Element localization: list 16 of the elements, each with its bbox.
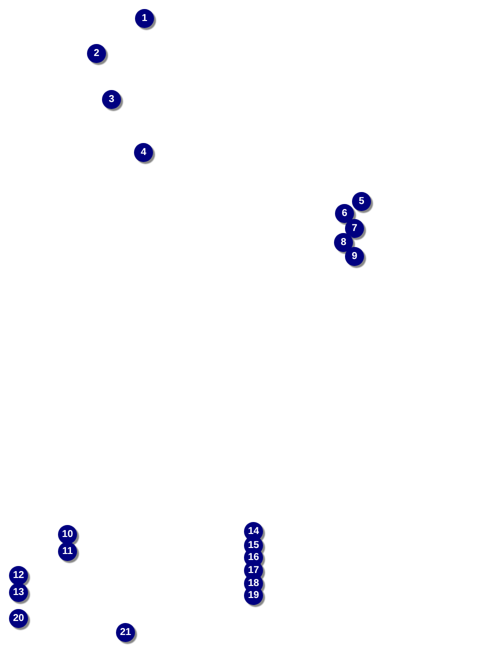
callout-number: 21 [116,623,135,642]
callout-number: 19 [244,586,263,605]
callout-number: 11 [58,542,77,561]
callout-number: 2 [87,44,106,63]
callout-number: 13 [9,583,28,602]
callout-number: 10 [58,525,77,544]
callout-number: 3 [102,90,121,109]
callout-number: 5 [352,192,371,211]
callout-number: 7 [345,219,364,238]
callout-number: 9 [345,247,364,266]
callout-number: 12 [9,566,28,585]
callout-number: 4 [134,143,153,162]
callout-number: 8 [334,233,353,252]
callout-number: 1 [135,9,154,28]
callout-number: 20 [9,609,28,628]
callout-number: 6 [335,204,354,223]
